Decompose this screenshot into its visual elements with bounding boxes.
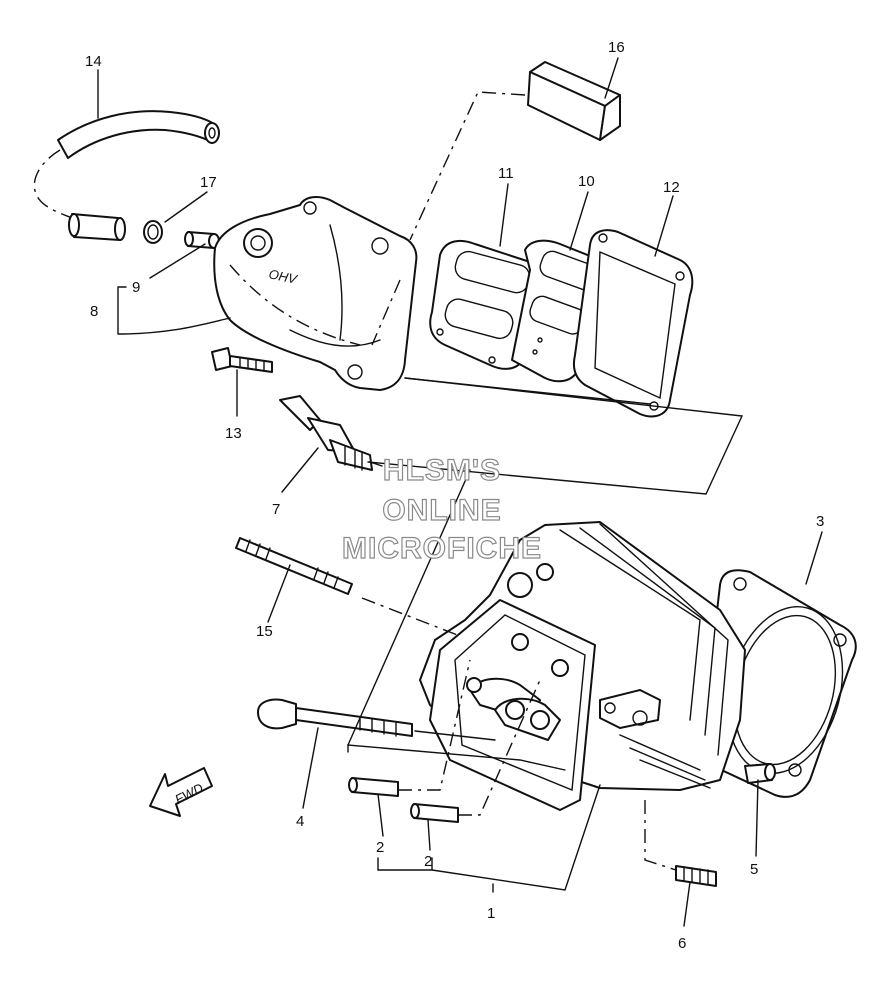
callout-2b: 2	[424, 853, 432, 870]
spark-plug-part	[279, 395, 383, 471]
link-line-dowels	[398, 659, 541, 816]
watermark-line-3: MICROFICHE	[342, 532, 542, 565]
cover-gasket-part	[572, 229, 694, 418]
callout-7: 7	[272, 501, 280, 518]
watermark: HLSM'S ONLINE MICROFICHE	[341, 453, 542, 565]
head-bolt-part	[257, 698, 413, 737]
link-line-cover-down	[347, 469, 471, 746]
callout-16: 16	[608, 39, 625, 56]
dowel-part-b	[410, 803, 459, 823]
cover-bolt-part	[211, 347, 273, 373]
clamp-part	[143, 220, 163, 244]
callout-8: 8	[90, 303, 98, 320]
callout-labels: 14 17 9 8 13 16 11 10 12 7 3 15 4 2 2 5 …	[85, 39, 824, 952]
cylinder-head-part	[419, 521, 746, 811]
link-line-15	[361, 597, 461, 637]
link-line-6	[644, 800, 677, 871]
stud-bolt-part	[235, 537, 353, 595]
callout-17: 17	[200, 174, 217, 191]
dowel-pin-part	[744, 763, 776, 784]
callout-10: 10	[578, 173, 595, 190]
fwd-direction-arrow: FWD	[149, 767, 213, 817]
link-line-gaskets	[367, 377, 744, 495]
callout-3: 3	[816, 513, 824, 530]
callout-1: 1	[487, 905, 495, 922]
callout-11: 11	[498, 165, 514, 182]
callout-2a: 2	[376, 839, 384, 856]
callout-13: 13	[225, 425, 242, 442]
link-line-cover	[404, 377, 651, 405]
foam-block-part	[527, 61, 621, 141]
callout-12: 12	[663, 179, 680, 196]
link-line-head-upper	[347, 744, 566, 771]
link-line-4	[414, 730, 496, 741]
watermark-line-2: ONLINE	[382, 494, 501, 527]
callout-6: 6	[678, 935, 686, 952]
leader-lines	[97, 57, 823, 927]
callout-15: 15	[256, 623, 273, 640]
watermark-line-1: HLSM'S	[383, 454, 501, 487]
dowel-part-a	[348, 777, 399, 797]
breather-hose-part	[33, 110, 220, 219]
head-cover-part: OHV	[213, 196, 418, 391]
callout-5: 5	[750, 861, 758, 878]
callout-4: 4	[296, 813, 304, 830]
callout-9: 9	[132, 279, 140, 296]
svg-text:OHV: OHV	[267, 266, 299, 287]
link-line-16	[371, 91, 526, 346]
hose-segment	[68, 213, 126, 241]
exhaust-stud-part	[675, 865, 717, 887]
callout-14: 14	[85, 53, 102, 70]
